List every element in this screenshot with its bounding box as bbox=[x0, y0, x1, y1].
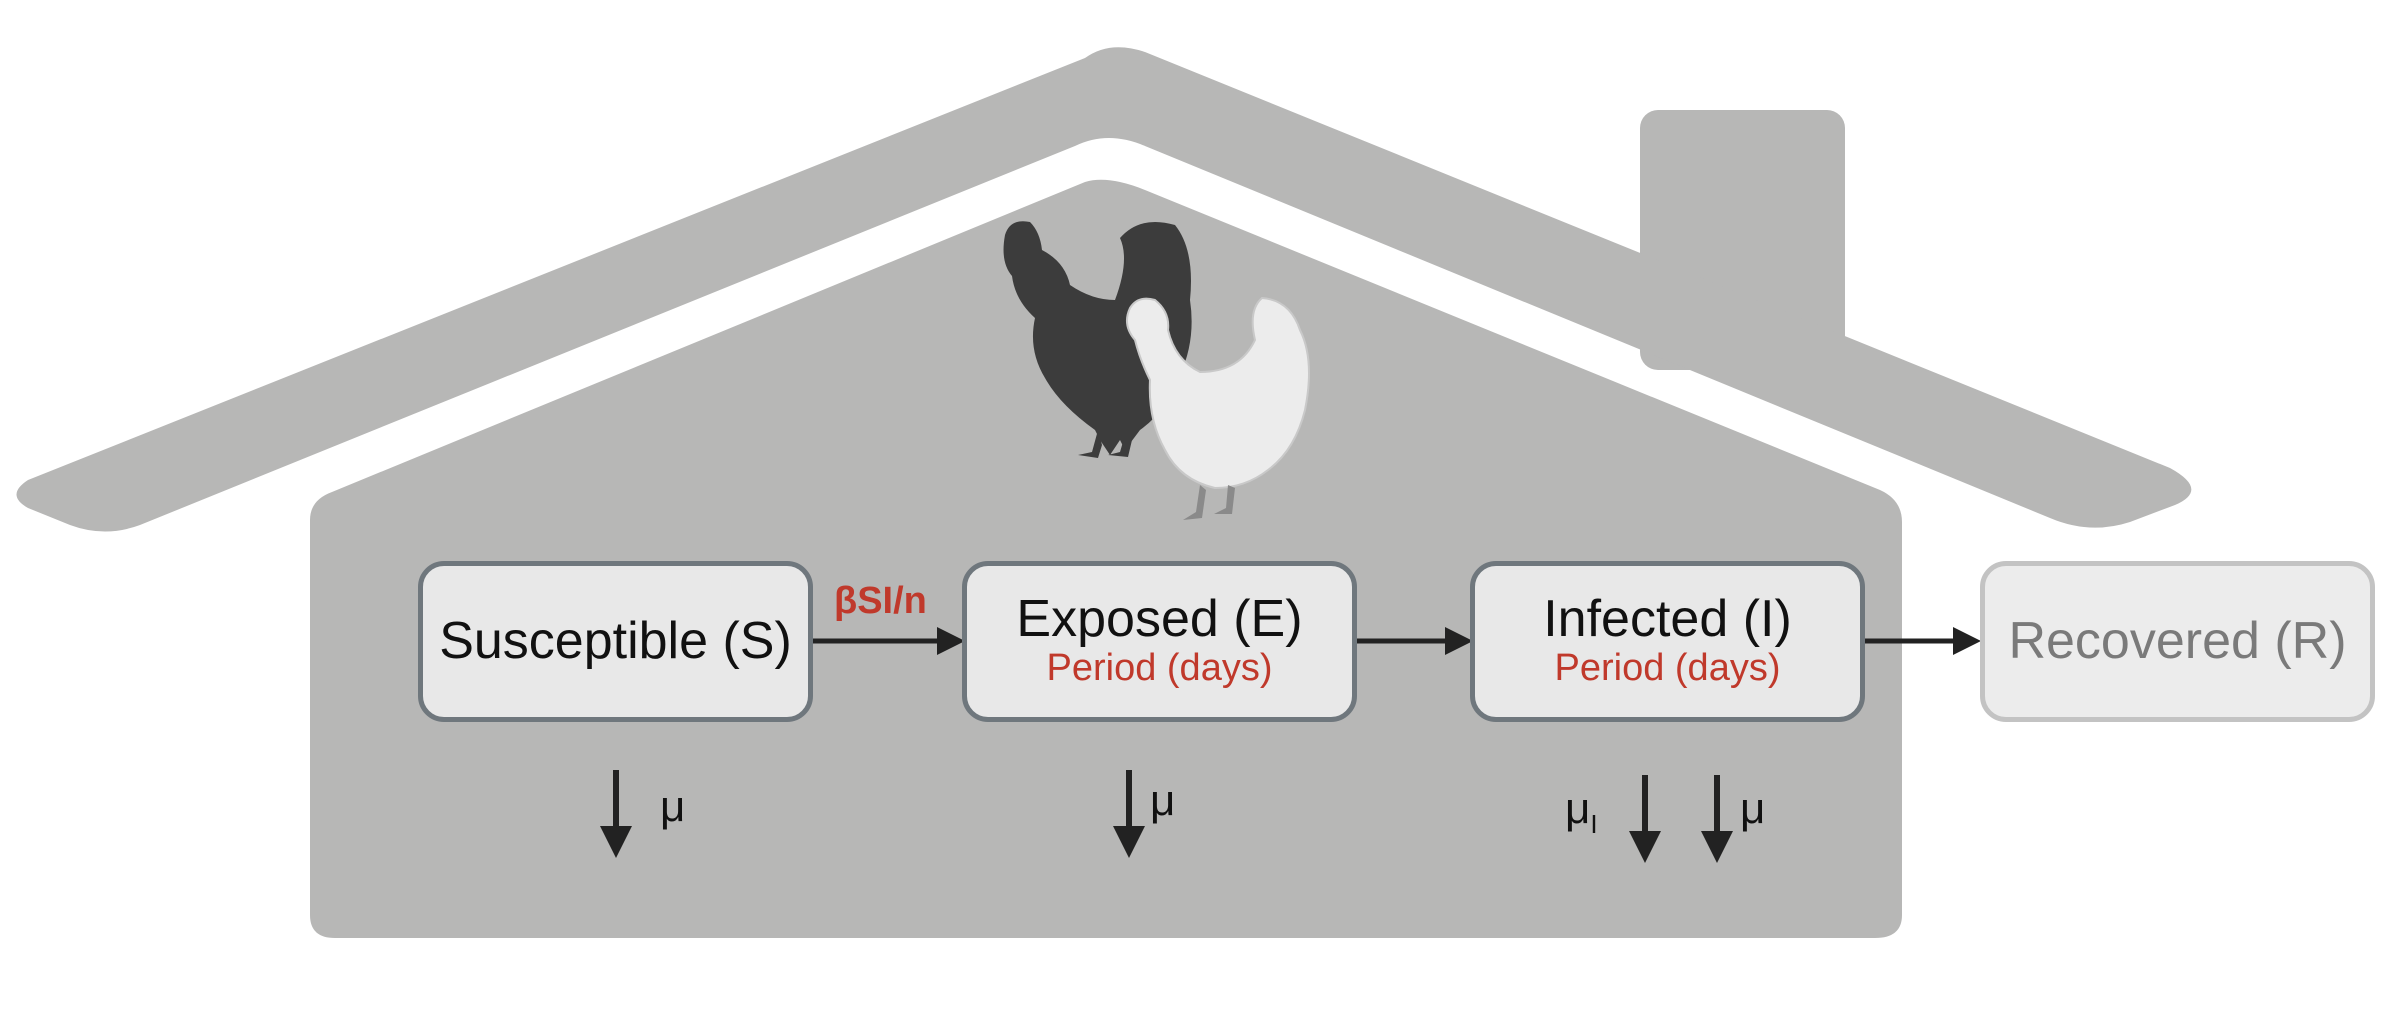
mortality-subscript: I bbox=[1590, 808, 1598, 839]
compartment-sublabel: Period (days) bbox=[1554, 646, 1781, 689]
mortality-label-e: μ bbox=[1150, 776, 1176, 825]
mortality-label-i-disease: μI bbox=[1565, 784, 1598, 840]
compartment-infected: Infected (I) Period (days) bbox=[1470, 561, 1865, 722]
compartment-label: Exposed (E) bbox=[1016, 590, 1303, 649]
mortality-label-i-natural: μ bbox=[1740, 784, 1766, 833]
compartment-label: Recovered (R) bbox=[2008, 612, 2347, 671]
mortality-label-s: μ bbox=[660, 782, 686, 831]
compartment-sublabel: Period (days) bbox=[1046, 646, 1273, 689]
rooster-icon bbox=[1003, 221, 1192, 458]
mortality-symbol: μ bbox=[1565, 784, 1591, 833]
compartment-susceptible: Susceptible (S) bbox=[418, 561, 813, 722]
hen-icon bbox=[1125, 296, 1310, 490]
compartment-exposed: Exposed (E) Period (days) bbox=[962, 561, 1357, 722]
compartment-recovered: Recovered (R) bbox=[1980, 561, 2375, 722]
compartment-label: Susceptible (S) bbox=[439, 612, 792, 671]
transmission-rate-label: βSI/n bbox=[834, 580, 927, 622]
compartment-label: Infected (I) bbox=[1543, 590, 1792, 649]
